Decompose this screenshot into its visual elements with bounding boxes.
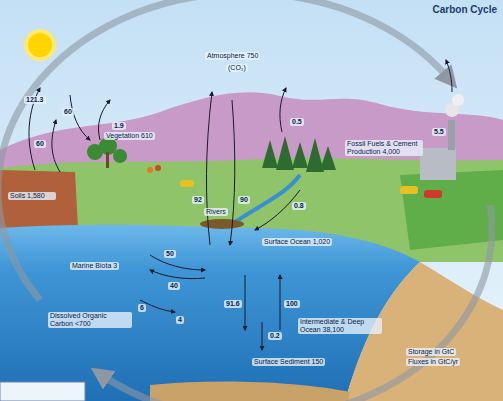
soil [0,170,78,232]
river-delta [200,219,244,229]
reservoir-label: Storage in GtC [406,348,456,356]
reservoir-label: Marine Biota 3 [70,262,119,270]
forest [262,136,336,172]
flux-number: 6 [138,304,146,312]
flux-number: 1.9 [112,122,126,130]
flux-number: 60 [34,140,46,148]
reservoir-label: Atmosphere 750 [205,52,260,60]
flux-number: 5.5 [432,128,446,136]
flux-number: 60 [62,108,74,116]
flux-number: 91.6 [224,300,242,308]
flux-number: 0.5 [290,118,304,126]
flux-number: 100 [284,300,300,308]
reservoir-label: Fossil Fuels & Cement Production 4,000 [345,140,423,156]
sea-floor [150,381,350,401]
reservoir-label: Fluxes in GtC/yr [406,358,460,366]
sun [26,31,54,59]
flux-number: 50 [164,250,176,258]
reservoir-label: Vegetation 610 [104,132,155,140]
cycle-arrow [100,205,492,401]
factory-and-cars [180,94,464,198]
vegetation [87,137,161,173]
flux-number: 4 [176,316,184,324]
reservoir-label: Surface Sediment 150 [252,358,325,366]
flux-number: 121.3 [24,96,46,104]
reservoir-label: Intermediate & Deep Ocean 38,100 [298,318,382,334]
reservoir-label: Dissolved Organic Carbon <700 [48,312,132,328]
diagram-title: Carbon Cycle [433,4,497,15]
flux-number: 92 [192,196,204,204]
flux-number: 0.8 [292,202,306,210]
cycle-arrow [0,0,450,300]
flux-number: 90 [238,196,250,204]
reservoir-label: Rivers [204,208,228,216]
reservoir-label: Soils 1,580 [8,192,56,200]
flux-number: 40 [168,282,180,290]
flux-number: 0.2 [268,332,282,340]
reservoir-label: (CO₂) [226,64,248,72]
flux-arrows [29,60,452,350]
corner-panel [0,382,85,401]
reservoir-label: Surface Ocean 1,020 [262,238,332,246]
river [235,175,300,222]
